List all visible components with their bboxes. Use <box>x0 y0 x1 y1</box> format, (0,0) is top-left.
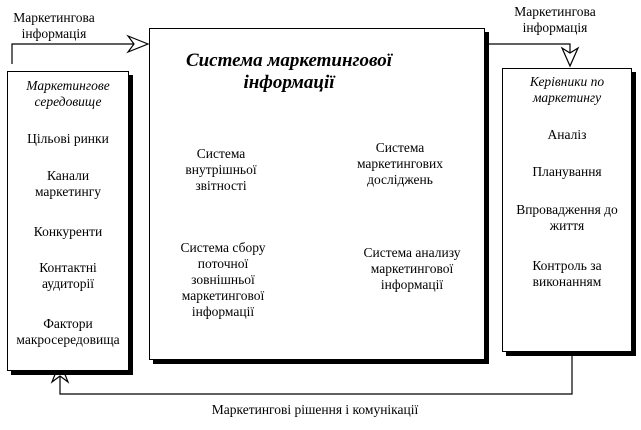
marketing-environment-title: Маркетингове середовище <box>26 78 110 109</box>
subsystem-research: Система маркетингових досліджень <box>356 140 444 187</box>
top-left-info-label: Маркетингова інформація <box>13 10 95 41</box>
arrow-head-env-to-system <box>126 34 150 54</box>
arrow-system-to-managers <box>486 43 571 60</box>
marketing-managers-panel <box>502 68 632 352</box>
env-item-macro: Фактори макросередовища <box>16 316 120 347</box>
subsystem-collection: Система сбору поточної зовнішньої маркет… <box>180 240 266 319</box>
bottom-decisions-label: Маркетингові рішення і комунікації <box>211 402 419 417</box>
manager-item-planning: Планування <box>532 164 602 179</box>
marketing-info-system-panel <box>149 28 485 360</box>
arrow-env-to-system <box>11 43 140 64</box>
manager-item-control: Контроль за виконанням <box>532 258 602 289</box>
subsystem-analysis: Система анализу маркетингової інформації <box>363 245 461 292</box>
top-right-info-label: Маркетингова інформація <box>514 4 596 35</box>
manager-item-implementation: Впровадження до життя <box>516 202 618 233</box>
env-item-target-markets: Цільові ринки <box>27 131 109 146</box>
marketing-environment-panel <box>7 71 129 371</box>
env-item-competitors: Конкуренти <box>33 224 103 239</box>
env-item-channels: Канали маркетингу <box>34 168 102 199</box>
arrow-managers-to-env <box>59 356 573 395</box>
marketing-managers-title: Керівники по маркетингу <box>529 74 605 105</box>
manager-item-analysis: Аналіз <box>547 127 587 142</box>
subsystem-internal-reporting: Система внутрішньої звітності <box>185 146 257 193</box>
system-title: Система маркетингової інформації <box>185 50 393 93</box>
env-item-audiences: Контактні аудиторії <box>39 260 97 291</box>
arrow-head-system-to-managers <box>560 46 580 68</box>
